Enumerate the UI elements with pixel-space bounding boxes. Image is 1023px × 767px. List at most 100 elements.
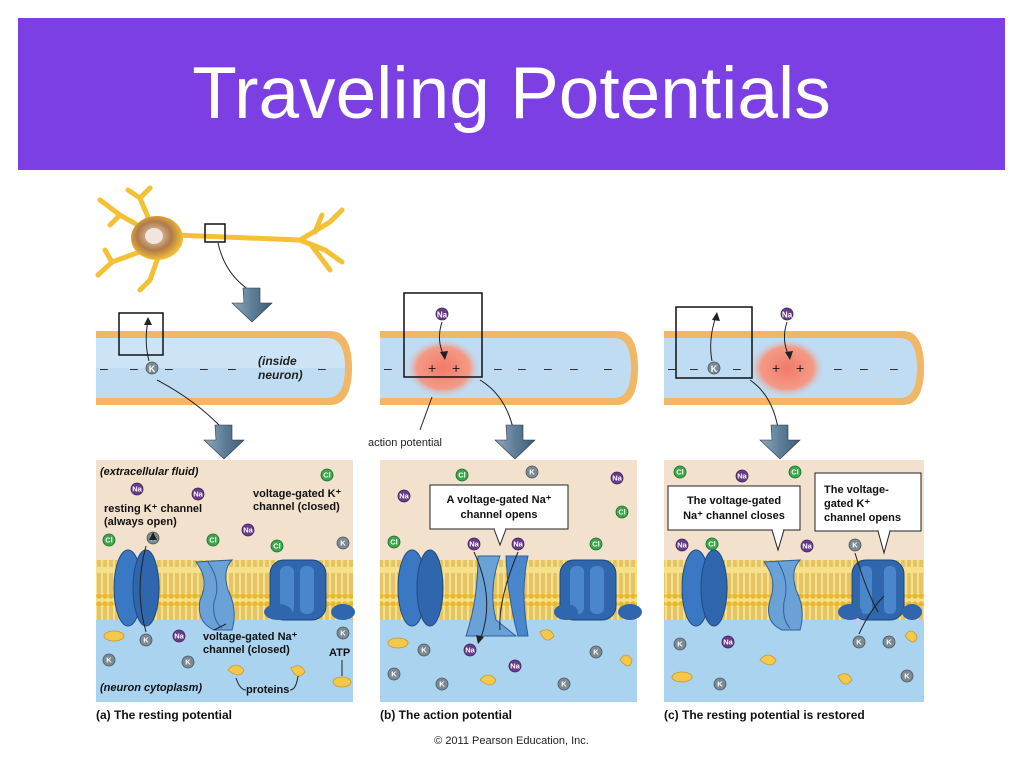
svg-text:Na: Na [469,540,479,549]
callout-c-na: The voltage-gated Na⁺ channel closes [667,485,801,552]
zoom-arrow-a [203,424,245,460]
svg-text:Na: Na [723,638,733,647]
resting-k-channel-c [681,549,728,627]
proteins-c [671,630,918,685]
svg-text:–: – [130,360,138,376]
svg-text:–: – [165,360,173,376]
zoom-arrow-down [231,287,273,323]
svg-text:Na: Na [737,472,747,481]
resting-k-channel-a [113,549,160,627]
svg-text:Cl: Cl [390,538,398,547]
svg-text:K: K [593,648,599,657]
vg-na-channel-closing-c [763,559,803,631]
svg-text:gated K⁺: gated K⁺ [824,498,870,510]
vg-na-channel-open-b [465,555,529,637]
svg-text:channel opens: channel opens [460,509,537,521]
svg-text:K: K [561,680,567,689]
svg-text:–: – [668,360,676,376]
vg-na-label: voltage-gated Na⁺ [203,631,298,643]
svg-text:K: K [340,629,346,638]
svg-text:Na: Na [677,541,687,550]
vg-k-channel-closed-b [554,559,642,621]
svg-text:Cl: Cl [323,471,331,480]
vg-k-channel-open-c [838,559,922,621]
svg-text:Na: Na [437,311,448,320]
svg-text:Na: Na [174,632,184,641]
axon-a-labels: – – – – – – (inside neuron) [100,354,326,382]
svg-text:(always open): (always open) [104,516,177,528]
svg-text:K: K [391,670,397,679]
cytoplasm-label: (neuron cytoplasm) [100,682,202,694]
proteins-label: proteins [246,684,289,696]
svg-text:–: – [200,360,208,376]
svg-text:K: K [340,539,346,548]
svg-text:A voltage-gated Na⁺: A voltage-gated Na⁺ [446,494,551,506]
svg-text:–: – [604,360,612,376]
inside-neuron-label: (inside [258,354,297,368]
svg-text:K: K [529,468,535,477]
svg-text:neuron): neuron) [258,368,303,382]
na-ion-axon-c: Na [780,307,794,321]
caption-b: (b) The action potential [380,708,512,722]
resting-k-channel-b [397,549,444,627]
title-banner: Traveling Potentials [18,18,1005,170]
axon-b-labels: – + + – – – – – [384,360,612,376]
svg-text:–: – [733,360,741,376]
vg-k-channel-closed-a [264,559,355,621]
proteins-a [103,630,352,688]
proteins-b [387,629,633,686]
svg-text:–: – [228,360,236,376]
svg-text:Na: Na [465,646,475,655]
extracellular-label: (extracellular fluid) [100,466,199,478]
svg-text:K: K [143,636,149,645]
zoom-box-a [118,312,164,356]
svg-text:Cl: Cl [618,508,626,517]
zoom-box-c [675,306,753,379]
svg-text:channel opens: channel opens [824,512,901,524]
svg-text:Cl: Cl [791,468,799,477]
svg-text:The voltage-: The voltage- [824,484,889,496]
svg-text:Cl: Cl [209,536,217,545]
svg-text:K: K [886,638,892,647]
svg-text:–: – [570,360,578,376]
svg-text:Na⁺ channel closes: Na⁺ channel closes [683,510,785,522]
svg-text:Cl: Cl [676,468,684,477]
svg-text:–: – [518,360,526,376]
svg-text:–: – [318,360,326,376]
vg-na-channel-closed-a [195,559,235,631]
axon-tube-a [96,331,352,405]
slide-title: Traveling Potentials [192,53,831,134]
svg-text:K: K [439,680,445,689]
caption-c: (c) The resting potential is restored [664,708,865,722]
nucleus [145,228,163,244]
svg-text:K: K [711,364,718,374]
svg-text:–: – [544,360,552,376]
svg-text:K: K [421,646,427,655]
svg-text:K: K [106,656,112,665]
svg-text:–: – [834,360,842,376]
svg-text:Na: Na [513,540,523,549]
svg-text:Na: Na [510,662,520,671]
svg-text:–: – [100,360,108,376]
svg-text:Na: Na [243,526,253,535]
svg-text:+: + [772,360,780,376]
svg-text:–: – [860,360,868,376]
action-potential-zone-c [749,338,825,398]
ions-panel-c: Cl Na Cl Na Cl Na K K K K Na K K [673,465,914,691]
zoom-box [204,223,226,243]
axon-tube-b [380,331,638,405]
svg-text:Na: Na [399,492,409,501]
svg-text:Na: Na [132,485,142,494]
svg-text:K: K [904,672,910,681]
svg-text:Na: Na [612,474,622,483]
svg-text:Na: Na [782,311,793,320]
svg-text:Cl: Cl [458,471,466,480]
action-potential-label: action potential [368,437,442,449]
copyright-notice: © 2011 Pearson Education, Inc. [434,735,589,747]
svg-text:K: K [852,541,858,550]
svg-text:channel (closed): channel (closed) [253,501,340,513]
axon-tube-c [664,331,924,405]
k-ion-axon-c: K [707,361,721,375]
svg-text:K: K [717,680,723,689]
